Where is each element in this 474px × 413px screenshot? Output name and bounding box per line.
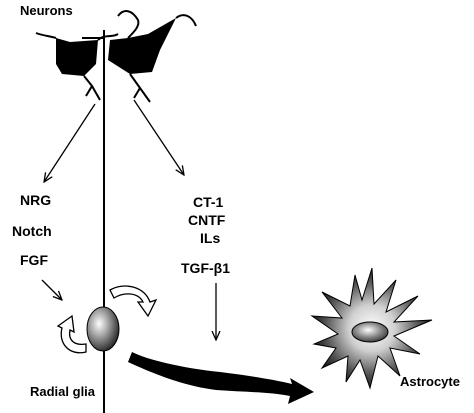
factor-ct1: CT-1	[193, 194, 224, 210]
astrocyte-label: Astrocyte	[400, 374, 460, 389]
factor-fgf: FGF	[20, 252, 48, 268]
arrow-fgf-to-glia	[41, 279, 62, 300]
differentiation-arrow	[128, 352, 314, 404]
factor-cntf: CNTF	[188, 212, 226, 228]
factor-nrg: NRG	[20, 192, 51, 208]
neurons-label: Neurons	[20, 3, 73, 18]
neuron-cell-icon	[35, 32, 119, 101]
left-factor-list: NRG Notch FGF	[12, 192, 52, 268]
factor-ils: ILs	[200, 230, 220, 246]
radial-glia-cell-icon	[86, 306, 120, 352]
radial-glia-label: Radial glia	[30, 384, 96, 399]
right-factor-list: CT-1 CNTF ILs TGF-β1	[181, 194, 230, 276]
arrow-neurons-to-right-factors	[133, 99, 184, 175]
factor-notch: Notch	[12, 223, 52, 239]
self-renewal-arrow-left	[56, 314, 87, 354]
factor-tgf-beta1: TGF-β1	[181, 260, 230, 276]
self-renewal-arrow-right	[109, 285, 158, 318]
neuron-cell-icon	[108, 10, 197, 103]
arrow-neurons-to-left-factors	[44, 103, 96, 182]
astrocyte-star-icon	[310, 267, 433, 390]
